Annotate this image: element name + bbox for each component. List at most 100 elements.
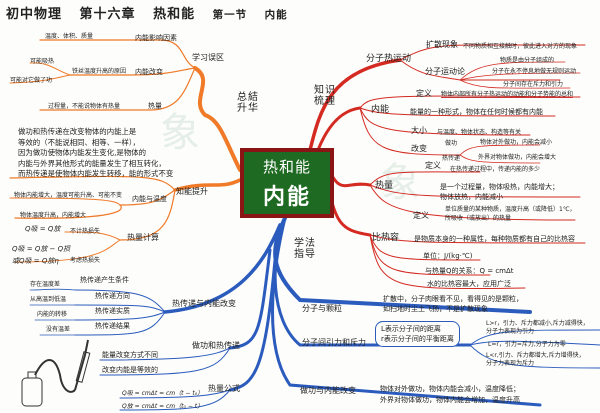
node-heat: 热量 — [375, 181, 394, 191]
leaf-form: 能量的一种形式，物体在任何时候都有内能 — [410, 108, 543, 116]
leaf-temp-1: 物体内能增大，温度可能升高、可能不变 — [14, 192, 123, 199]
leaf-definition: 物体内部所有分子热运动的动能和分子势能的总和 — [441, 91, 574, 98]
leaf-sh-unit: 单位：J/(kg·℃) — [423, 252, 473, 260]
node-change: 内能改变 — [135, 68, 163, 76]
central-node: 热和能 内能 — [240, 148, 334, 218]
para-line: 因为做功使物体内能发生变化,是物体的 — [18, 148, 146, 157]
node-misconceptions: 学习误区 — [192, 53, 224, 62]
formula-release: Q放 = cmΔt = cm（t₀ − t） — [122, 403, 204, 410]
leaf-size: 与温度、物体状态、构造等有关 — [437, 129, 522, 136]
chapter-label: 第十六章 — [79, 7, 136, 22]
hub-summary: 总結升华 — [237, 92, 259, 114]
para-line: 内能与外界其他形式的能量发生了相互转化， — [18, 158, 166, 168]
leaf-work: 可能对它做了功 — [10, 77, 53, 84]
leaf-heat-prop-2: 物体放热，内能减小 — [440, 193, 503, 201]
hub-method: 学法指导 — [294, 238, 316, 260]
node-formula: 热量公式 — [208, 384, 240, 393]
node-heat-def2: 定义 — [413, 211, 429, 220]
node-internal-energy: 内能 — [371, 105, 390, 115]
leaf-no-loss: 不计热损失 — [70, 228, 101, 235]
para-line: 而热传递是使物体内能发生转移，能的形式不变 — [18, 169, 174, 178]
case-line: 分子力表现为引力 — [486, 328, 535, 335]
leaf-theory-2: 分子在永不停息地做无规则运动 — [492, 68, 577, 75]
node-work-vs-transfer: 做功和热传递 — [192, 341, 240, 350]
leaf-heat-prop-1: 是一个过程量，物体吸热，内能增大； — [440, 183, 559, 191]
watermark: 象 — [160, 110, 200, 156]
node-factors: 内能影响因素 — [135, 34, 177, 42]
case-line: L>r，引力、斥力都减小,斥力减得快， — [486, 320, 589, 327]
leaf-heat-def: 在热传递过程中，传递内能的多少 — [450, 166, 541, 173]
leaf-particles-1: 扩散中，分子肉眼看不见，看得见的是颗粒， — [383, 295, 523, 303]
node-diffusion: 扩散现象 — [426, 40, 458, 49]
leaf-force-case-3: L<r,引力、斥力都增大,斥力增得快， 分子力表现为斥力 — [486, 352, 585, 368]
node-theory: 分子运动论 — [425, 67, 465, 76]
leaf-heat-def2-2: 所吸收（或放出）的热量 — [445, 215, 512, 222]
formula-absorb: Q吸 = cmΔt = cm（t − t₀） — [122, 390, 204, 397]
forces-box: L表示分子间的距离 r表示分子间的平衡距离 — [375, 321, 460, 347]
node-ht-cond: 热传递产生条件 — [80, 276, 129, 284]
node-definition: 定义 — [416, 89, 432, 98]
box-line: L表示分子间的距离 — [381, 325, 441, 333]
node-calc: 热量计算 — [127, 233, 159, 242]
course-label: 初中物理 — [6, 7, 63, 22]
leaf-diffusion: 不同物质相互接触时，彼此进入对方的现象 — [463, 43, 578, 50]
node-particles: 分子与颗粒 — [302, 304, 342, 313]
formula-no-loss: Q吸 = Q放 — [25, 225, 61, 233]
node-improvement: 知能提升 — [176, 187, 208, 196]
leaf-loss: 考虑热损失 — [70, 257, 101, 264]
node-work: 做功 — [445, 140, 458, 147]
leaf-temp-2: 物体温度升高，内能增大 — [20, 212, 87, 219]
node-ht-essence: 热传递实质 — [95, 307, 130, 315]
leaf-work-ie: 物体对外做功，内能会减小 — [480, 139, 553, 146]
case-line: 分子力表现为斥力 — [486, 360, 535, 367]
leaf-theory-3: 分子间存在斥力和引力 — [503, 81, 564, 88]
central-title: 热和能 — [262, 157, 311, 176]
leaf-ht-result: 没有温差 — [46, 326, 71, 333]
node-change-ie: 改变 — [411, 144, 427, 153]
leaf-ht-dir: 从高温到低温 — [30, 296, 67, 303]
leaf-transfer-ie: 外界对物体做功，内能会增大 — [478, 154, 557, 161]
leaf-absorb: 可能吸热 — [30, 58, 55, 65]
hub-knowledge: 知识梳理 — [314, 85, 336, 107]
leaf-force-case-2: L=r，引力=斥力,分子力为零 — [488, 341, 566, 348]
leaf-ht-cond: 存在温度差 — [30, 281, 61, 288]
node-size: 大小 — [411, 126, 427, 135]
node-forces: 分子间引力和斥力 — [302, 338, 366, 347]
case-line: L<r,引力、斥力都增大,斥力增得快， — [486, 352, 585, 359]
node-specific-heat: 比热容 — [372, 233, 400, 243]
improvement-paragraph: 做功和热传递在改变物体的内能上是 等效的（不能说相同、相等、一样）， 因为做功使… — [18, 127, 218, 180]
leaf-theory-1: 物质是由分子组成的 — [500, 57, 555, 64]
section-title: 内能 — [264, 9, 288, 21]
leaf-work-energy-2: 外界对物体做功，物体内能会增加，温度升高 — [380, 396, 520, 404]
leaf-sh-relation: 与热量Q的关系：Q = cmΔt — [425, 267, 514, 275]
node-work-energy: 做功与内能改变 — [300, 386, 356, 395]
section-label: 第一节 — [212, 9, 248, 21]
leaf-heat-def2-1: 单位质量的某种物质，温度升高（或降低）1℃， — [445, 206, 576, 213]
page-title: 初中物理 第十六章 热和能 第一节 内能 — [6, 3, 288, 22]
node-molecular-motion: 分子热运动 — [366, 54, 412, 64]
central-subtitle: 内能 — [262, 184, 311, 210]
node-ht-result: 热传递结果 — [95, 322, 130, 330]
node-temp: 内能与温度 — [132, 195, 167, 203]
para-line: 做功和热传递在改变物体的内能上是 — [18, 127, 137, 136]
leaf-particles-2: 如扫地时尘土飞扬，不是扩散现象 — [383, 305, 488, 313]
formula-loss-2: 或Q吸 = Q放η — [12, 257, 59, 265]
box-line: r表示分子间的平衡距离 — [381, 335, 454, 343]
leaf-sh-water: 水的比热容最大，应用广泛 — [427, 280, 511, 288]
leaf-wvt-1: 能量改变方式不同 — [102, 351, 158, 359]
para-line: 等效的（不能说相同、相等、一样）， — [18, 137, 140, 147]
leaf-force-case-1: L>r，引力、斥力都减小,斥力减得快， 分子力表现为引力 — [486, 320, 589, 336]
leaf-ht-essence: 内能的转移 — [37, 311, 68, 318]
leaf-work-energy-1: 物体对外做功，物体内能会减小，温度降低； — [380, 385, 520, 393]
node-heat-transfer: 热传递与内能改变 — [172, 299, 236, 308]
watermark: 象 — [380, 160, 420, 206]
chapter-title: 热和能 — [153, 7, 196, 22]
node-transfer: 热传递 — [442, 155, 461, 162]
leaf-wire: 铁丝温度升高的原因 — [72, 68, 127, 75]
leaf-factors: 温度、体积、质量 — [45, 33, 94, 40]
leaf-wvt-2: 改变内能是等效的 — [102, 366, 158, 374]
node-heat-mis: 热量 — [148, 102, 162, 110]
node-ht-dir: 热传递方向 — [95, 292, 130, 300]
leaf-heat-mis: 过程量，不能说物体有热量 — [48, 103, 121, 110]
